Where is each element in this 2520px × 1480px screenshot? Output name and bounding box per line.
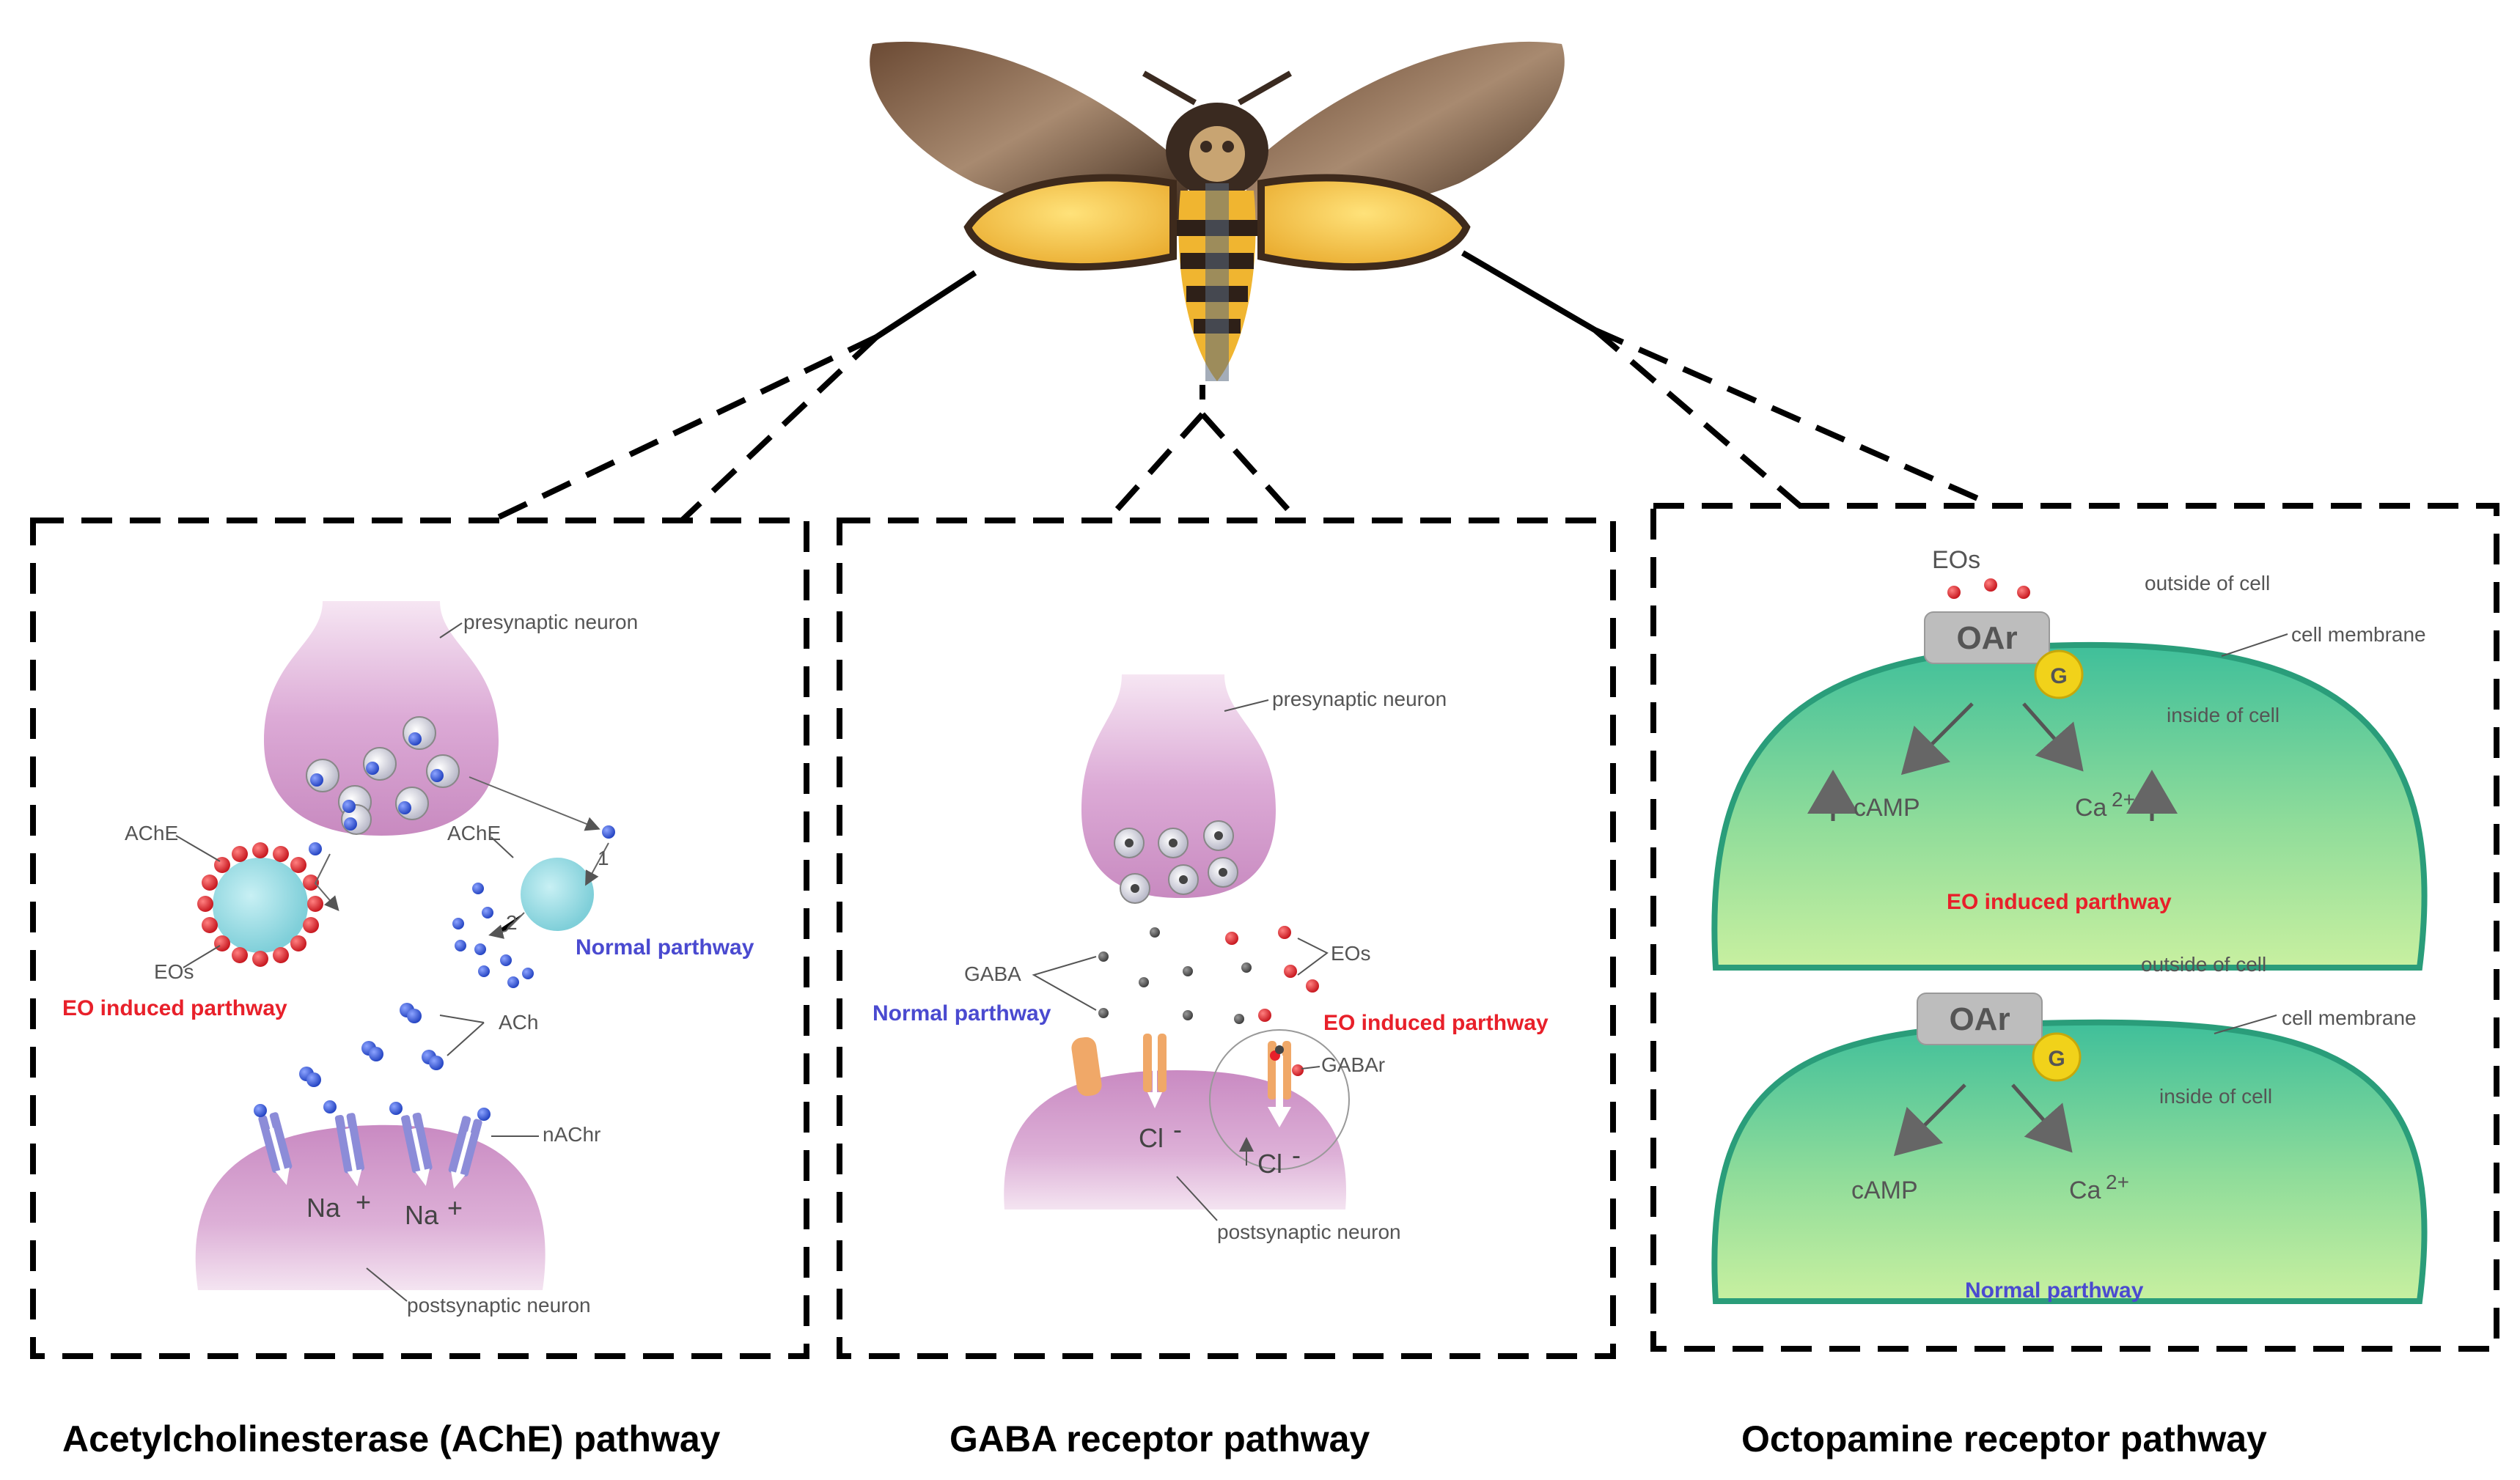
ache-na-ion-1: Na [306, 1193, 341, 1223]
ach-molecules [299, 1003, 444, 1087]
octopamine-top-outside: outside of cell [2145, 572, 2270, 594]
ache-label-left: AChE [125, 822, 178, 844]
octopamine-bottom-ca: Ca [2069, 1177, 2101, 1204]
gaba-pathway-title: GABA receptor pathway [949, 1418, 1370, 1459]
octopamine-normal-pathway-label: Normal parthway [1965, 1278, 2144, 1303]
octopamine-top-camp: cAMP [1854, 794, 1920, 822]
ache-na-plus-2: + [447, 1193, 463, 1223]
octopamine-bottom-outside: outside of cell [2141, 953, 2266, 976]
ache-ach-label: ACh [499, 1011, 538, 1034]
gaba-diagram: presynaptic neuron GABA EOs Normal parth… [873, 674, 1549, 1243]
ache-label-right: AChE [447, 822, 501, 844]
ache-step-2: 2 [506, 911, 518, 934]
ache-na-plus-1: + [356, 1187, 371, 1217]
ach-broken-molecules [452, 883, 534, 988]
gaba-postsynaptic-label: postsynaptic neuron [1217, 1221, 1401, 1243]
gaba-panel-box [837, 518, 1616, 1359]
ache-panel-box [30, 518, 809, 1359]
octopamine-top-ca: Ca [2075, 794, 2107, 822]
ache-normal-pathway-label: Normal parthway [576, 935, 754, 960]
octopamine-bottom-inside: inside of cell [2159, 1085, 2272, 1108]
gaba-cl-ion-1: Cl [1139, 1123, 1164, 1153]
octopamine-bottom-oar-label: OAr [1949, 1001, 2010, 1037]
gaba-cl-minus-1: - [1173, 1114, 1182, 1144]
octopamine-top-ca-sup: 2+ [2112, 788, 2135, 811]
ache-postsynaptic-label: postsynaptic neuron [407, 1294, 591, 1317]
octopamine-eos-label: EOs [1932, 546, 1980, 574]
octopamine-eo-molecules [1947, 578, 2030, 599]
ache-presynaptic-label: presynaptic neuron [463, 611, 638, 633]
gaba-label: GABA [964, 962, 1021, 985]
octopamine-top-inside: inside of cell [2167, 704, 2280, 726]
gaba-molecules [1098, 927, 1252, 1024]
gaba-receptor-label: GABAr [1321, 1053, 1385, 1076]
octopamine-top-oar-label: OAr [1956, 620, 2017, 656]
gaba-eo-pathway-label: EO induced parthway [1323, 1011, 1549, 1035]
octopamine-top-cell: OAr G cAMP Ca 2+ outside of cell cell me… [1711, 572, 2428, 971]
octopamine-top-g-label: G [2050, 664, 2067, 688]
ache-eos-label: EOs [154, 960, 194, 983]
octopamine-bottom-g-label: G [2048, 1047, 2065, 1071]
octopamine-bottom-camp: cAMP [1851, 1177, 1918, 1204]
ache-diagram: presynaptic neuron AChE [62, 601, 754, 1317]
octopamine-bottom-ca-sup: 2+ [2106, 1171, 2129, 1193]
gaba-eo-molecules [1225, 926, 1319, 1022]
octopamine-bottom-membrane: cell membrane [2282, 1006, 2417, 1029]
octopamine-panel-box [1650, 503, 2499, 1352]
ache-na-ion-2: Na [405, 1200, 439, 1230]
gaba-cl-minus-2: - [1292, 1140, 1301, 1170]
gaba-cl-ion-2: Cl [1257, 1149, 1282, 1179]
gaba-normal-pathway-label: Normal parthway [873, 1001, 1051, 1026]
ache-vesicles [306, 716, 460, 835]
ache-eo-pathway-label: EO induced parthway [62, 996, 287, 1020]
ache-nachr-label: nAChr [543, 1123, 600, 1146]
moth-illustration [870, 41, 1565, 381]
octopamine-bottom-cell: OAr G cAMP Ca 2+ outside of cell cell me… [1711, 953, 2428, 1304]
ache-enzyme-normal [521, 858, 594, 931]
octopamine-top-membrane: cell membrane [2291, 623, 2426, 646]
panel-boxes [30, 503, 2499, 1359]
octopamine-diagram: EOs OAr G cAMP Ca 2+ outside of cell cel… [1711, 546, 2428, 1304]
gaba-eos-label: EOs [1331, 942, 1370, 965]
ache-step-1: 1 [598, 847, 609, 869]
gaba-presynaptic-label: presynaptic neuron [1272, 688, 1447, 710]
gabar-receptors [1071, 1029, 1350, 1170]
connector-lines [482, 250, 1996, 527]
eo-red-dots-ring [197, 842, 323, 967]
ache-pathway-title: Acetylcholinesterase (AChE) pathway [62, 1418, 721, 1459]
gaba-vesicles [1114, 820, 1238, 904]
octopamine-pathway-title: Octopamine receptor pathway [1741, 1418, 2267, 1459]
octopamine-eo-pathway-label: EO induced parthway [1947, 890, 2172, 914]
nachr-receptors [254, 1100, 491, 1189]
ache-enzyme-eo [213, 858, 308, 953]
